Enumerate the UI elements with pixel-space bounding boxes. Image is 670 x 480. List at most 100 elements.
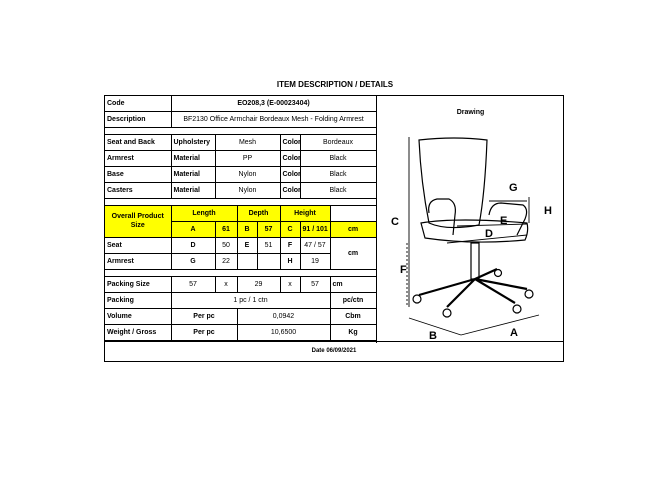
color-label: Color (279, 166, 301, 183)
blank-cell (329, 205, 377, 222)
volume-unit: Cbm (329, 308, 377, 325)
dim-value-d: 50 (214, 237, 238, 254)
overall-header-row: Overall Product Size Length Depth Height (105, 205, 377, 238)
dim-line-d (446, 234, 528, 244)
weight-unit: Kg (329, 324, 377, 341)
caster (442, 308, 452, 318)
dim-letter-g: G (509, 182, 518, 194)
color-label: Color (279, 134, 301, 151)
dim-line-a (460, 314, 540, 336)
depth-label: Depth (236, 205, 281, 222)
packing-row: Packing 1 pc / 1 ctn pc/ctn (105, 292, 377, 309)
chair-drawing: C F D E G H B A (391, 137, 552, 342)
material-part: Seat and Back (105, 134, 172, 151)
material-label: Material (170, 182, 216, 199)
color-label: Color (279, 182, 301, 199)
dim-key-g: G (170, 253, 216, 270)
spacer (105, 198, 377, 206)
dim-value-b: 57 (256, 221, 281, 238)
volume-row: Volume Per pc 0,0942 Cbm (105, 308, 377, 325)
dim-key-c: C (279, 221, 301, 238)
blank-cell (236, 253, 258, 270)
color-value: Black (299, 150, 377, 167)
date-footer: Date 06/09/2021 (105, 341, 563, 361)
times-sign: x (279, 276, 301, 293)
dim-letter-d: D (485, 228, 493, 240)
color-value: Bordeaux (299, 134, 377, 151)
material-row: Base Material Nylon Color Black (105, 166, 377, 183)
caster (412, 294, 422, 304)
material-label: Material (170, 166, 216, 183)
packing-value: 1 pc / 1 ctn (170, 292, 331, 309)
blank-cell (256, 253, 281, 270)
color-value: Black (299, 182, 377, 199)
material-row: Seat and Back Upholstery Mesh Color Bord… (105, 134, 377, 151)
dim-key-d: D (170, 237, 216, 254)
material-value: PP (214, 150, 281, 167)
dim-letter-e: E (500, 215, 507, 227)
material-part: Base (105, 166, 172, 183)
overall-size-label: Overall Product Size (105, 205, 172, 238)
caster (512, 304, 522, 314)
caster (524, 289, 534, 299)
spec-table: Code EO208,3 (E-00023404) Description BF… (105, 96, 377, 341)
drawing-panel: Drawing (376, 96, 564, 343)
volume-label: Volume (105, 308, 172, 325)
material-row: Casters Material Nylon Color Black (105, 182, 377, 199)
spacer (105, 127, 377, 135)
material-value: Nylon (214, 166, 281, 183)
dim-key-h: H (279, 253, 301, 270)
packing-size-unit: cm (329, 276, 377, 293)
dim-key-b: B (236, 221, 258, 238)
dim-letter-a: A (510, 327, 518, 339)
gas-lift (470, 242, 480, 280)
volume-value: 0,0942 (236, 308, 331, 325)
weight-per: Per pc (170, 324, 238, 341)
armrest-dims-row: Armrest G 22 H 19 (105, 253, 376, 270)
times-sign: x (214, 276, 238, 293)
armrest-right (488, 202, 528, 236)
spacer (105, 269, 377, 277)
seat-label: Seat (105, 237, 172, 254)
dim-key-a: A (171, 221, 216, 238)
drawing-label: Drawing (456, 109, 485, 116)
dim-value-a: 61 (214, 221, 238, 238)
material-label: Upholstery (170, 134, 216, 151)
dim-value-f: 47 / 57 (299, 237, 331, 254)
armrest-left (428, 198, 456, 236)
weight-row: Weight / Gross Per pc 10,6500 Kg (105, 324, 377, 341)
armrest-dims-label: Armrest (105, 253, 172, 270)
dim-key-f: F (279, 237, 301, 254)
packing-width: 29 (236, 276, 281, 293)
color-label: Color (279, 150, 301, 167)
caster (493, 268, 503, 278)
packing-size-label: Packing Size (105, 276, 172, 293)
packing-label: Packing (105, 292, 172, 309)
star-base (418, 267, 528, 308)
height-label: Height (279, 205, 331, 222)
code-row: Code EO208,3 (E-00023404) (105, 96, 377, 112)
dim-line-b (408, 317, 462, 336)
material-label: Material (170, 150, 216, 167)
volume-per: Per pc (170, 308, 238, 325)
material-value: Mesh (214, 134, 281, 151)
dim-key-e: E (236, 237, 258, 254)
material-part: Armrest (105, 150, 172, 167)
spec-sheet: Code EO208,3 (E-00023404) Description BF… (104, 95, 564, 362)
packing-unit: pc/ctn (329, 292, 377, 309)
packing-height: 57 (299, 276, 331, 293)
description-value: BF2130 Office Armchair Bordeaux Mesh - F… (170, 111, 377, 128)
dim-value-h: 19 (299, 253, 331, 270)
dim-letter-b: B (429, 330, 437, 342)
packing-size-row: Packing Size 57 x 29 x 57 cm (105, 276, 377, 293)
dim-line-e (456, 223, 528, 227)
weight-label: Weight / Gross (105, 324, 172, 341)
dim-value-e: 51 (256, 237, 281, 254)
dims-unit: cm (329, 237, 377, 270)
seat-dims-row: Seat D 50 E 51 F 47 / 57 cm (105, 237, 377, 270)
color-value: Black (299, 166, 377, 183)
packing-length: 57 (170, 276, 216, 293)
material-value: Nylon (214, 182, 281, 199)
backrest-outline (418, 137, 488, 229)
seat-outline (420, 219, 529, 243)
